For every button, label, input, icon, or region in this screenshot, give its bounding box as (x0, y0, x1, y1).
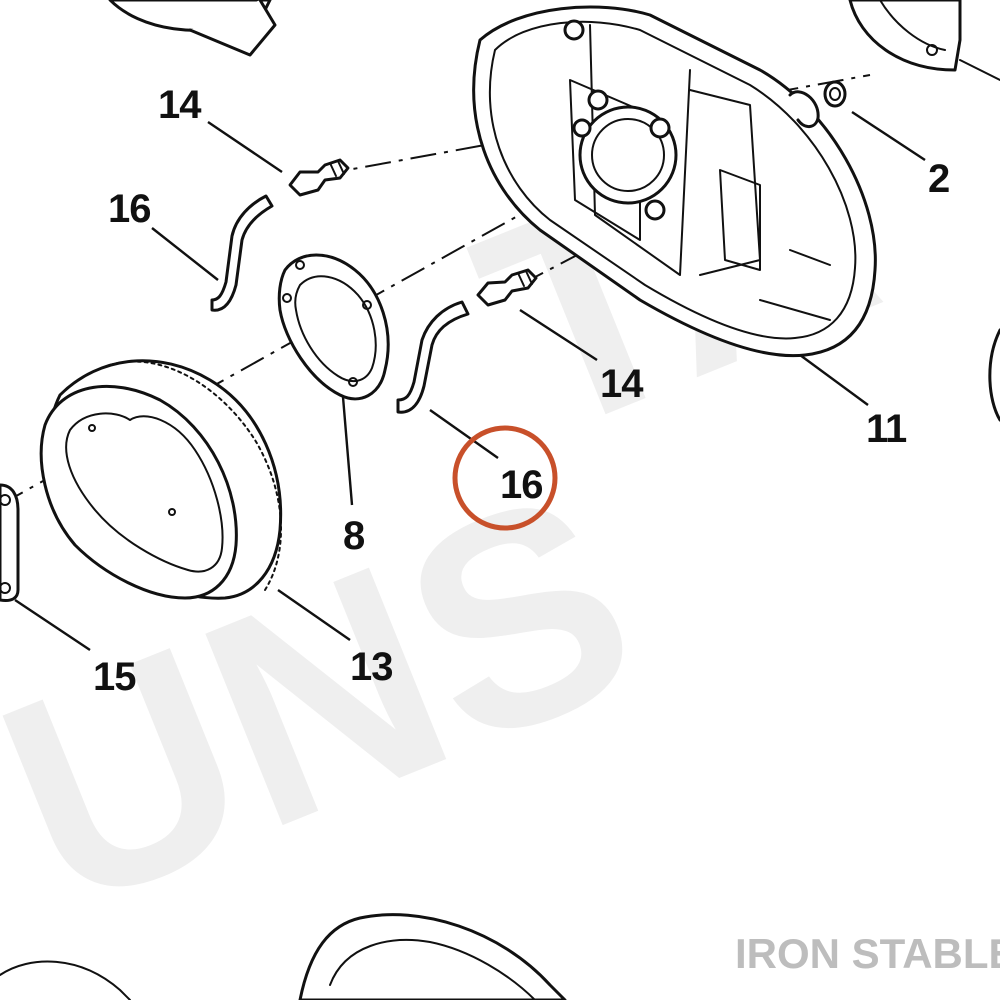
highlight-ring (452, 425, 558, 531)
partial-part-right-edge (988, 328, 1000, 422)
callout-2: 2 (928, 157, 949, 201)
cover-plate (0, 483, 20, 602)
gasket (277, 253, 390, 401)
callout-8: 8 (343, 514, 365, 558)
callout-14-middle: 14 (600, 362, 644, 406)
backplate-assembly (472, 5, 877, 358)
brand-watermark: IRON STABLE (735, 930, 1000, 977)
callout-11: 11 (866, 407, 907, 451)
leader-lines (14, 110, 926, 651)
o-ring (823, 80, 847, 108)
breather-bolt-lower (476, 268, 538, 307)
callout-16-left: 16 (108, 187, 151, 231)
breather-hose-middle (396, 300, 470, 414)
callout-13: 13 (350, 645, 393, 689)
partial-part-top-right (848, 0, 1000, 81)
callout-14-upper: 14 (158, 83, 202, 127)
breather-bolt-upper (288, 158, 350, 197)
air-filter-element (39, 359, 283, 600)
breather-hose-left (210, 194, 274, 312)
partial-part-bottom (0, 913, 567, 1002)
callout-15: 15 (93, 655, 136, 699)
callout-16-highlighted: 16 (500, 463, 543, 507)
partial-part-top-left (108, 0, 277, 57)
